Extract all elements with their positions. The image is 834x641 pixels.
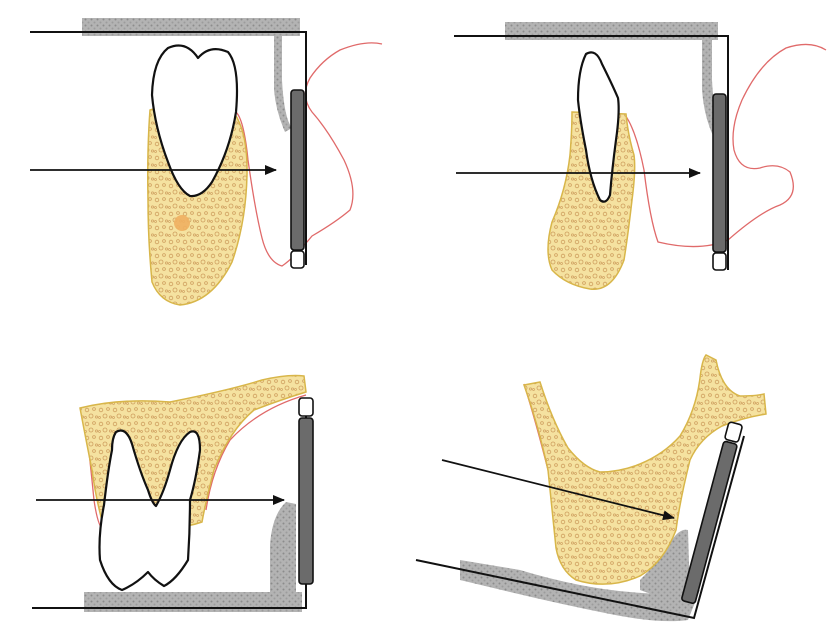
sensor-plate [713,94,726,252]
periapical-lesion [174,215,190,231]
sensor-plate [291,90,304,250]
sensor-plate [681,441,737,604]
panel-lower-anterior [416,355,766,621]
sensor-tip [713,253,726,270]
sensor-tip [291,251,304,268]
sensor-tip [299,398,313,416]
gingiva-outline [236,43,382,266]
panel-lower-molar [32,376,313,613]
panel-upper-anterior [454,22,826,289]
panel-upper-molar [30,18,382,305]
sensor-plate [299,418,313,584]
